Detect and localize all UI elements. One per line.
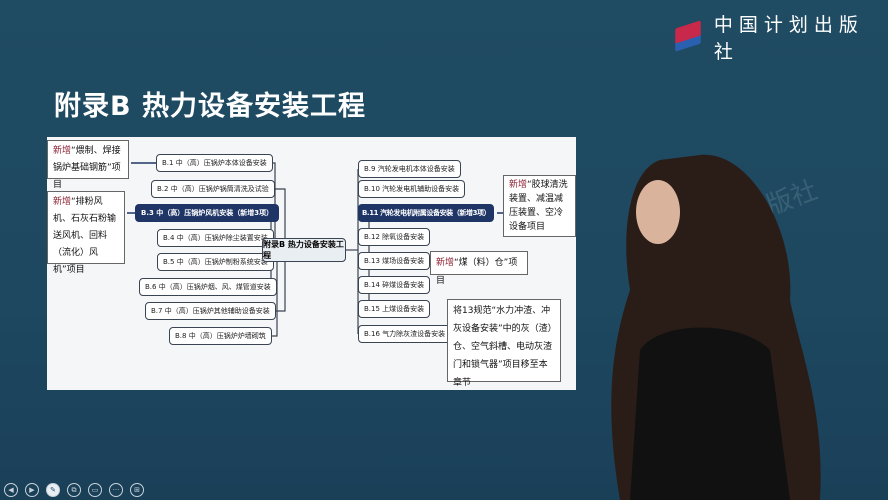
note-b11: 新增“胶球清洗装置、减温减压装置、空冷设备项目 [503,175,576,237]
pen-tool-button[interactable]: ✎ [46,483,60,497]
note-b16: 将13规范“水力冲渣、冲灰设备安装”中的灰（渣）仓、空气斜槽、电动灰渣门和锁气器… [447,299,561,388]
slides-overview-button[interactable]: ⧉ [67,483,81,497]
mindmap-slide: B.1 中（高）压锅炉本体设备安装 B.2 中（高）压锅炉锅筒清洗及试验 B.3… [47,137,576,390]
more-options-button[interactable]: ··· [109,483,123,497]
node-b8[interactable]: B.8 中（高）压锅炉炉墙砌筑 [169,327,272,345]
publisher-logo: 中国计划出版社 [672,10,888,64]
node-b14[interactable]: B.14 碎煤设备安装 [358,276,431,294]
next-slide-button[interactable]: ▶ [25,483,39,497]
presentation-toolbar: ◀ ▶ ✎ ⧉ ▭ ··· ⊞ [4,483,144,497]
publisher-name: 中国计划出版社 [713,14,864,63]
node-b3[interactable]: B.3 中（高）压锅炉风机安装（新增3项） [135,204,280,222]
node-b10[interactable]: B.10 汽轮发电机辅助设备安装 [358,180,466,198]
slide-title: 附录B 热力设备安装工程 [54,91,366,122]
node-b1[interactable]: B.1 中（高）压锅炉本体设备安装 [156,154,273,172]
note-b13: 新增“煤（料）仓”项目 [430,251,528,286]
node-b4[interactable]: B.4 中（高）压锅炉除尘装置安装 [157,229,274,247]
previous-slide-button[interactable]: ◀ [4,483,18,497]
node-b9[interactable]: B.9 汽轮发电机本体设备安装 [358,160,461,178]
node-b7[interactable]: B.7 中（高）压锅炉其他辅助设备安装 [145,302,276,320]
note-b1: 新增“煨制、焊接锅炉基础钢筋”项目 [47,140,129,190]
zoom-button[interactable]: ⊞ [130,483,144,497]
node-b6[interactable]: B.6 中（高）压锅炉烟、风、煤管道安装 [139,278,277,296]
screen-button[interactable]: ▭ [88,483,102,497]
book-logo-icon [672,20,706,52]
node-b2[interactable]: B.2 中（高）压锅炉锅筒清洗及试验 [151,180,275,198]
presenter-figure [611,154,821,500]
node-b13[interactable]: B.13 煤场设备安装 [358,252,431,270]
node-b12[interactable]: B.12 除氧设备安装 [358,228,431,246]
node-b16[interactable]: B.16 气力除灰渣设备安装 [358,325,452,343]
node-b5[interactable]: B.5 中（高）压锅炉制粉系统安装 [157,253,274,271]
node-b11[interactable]: B.11 汽轮发电机附属设备安装（新增3项） [358,204,495,222]
node-b15[interactable]: B.15 上煤设备安装 [358,300,431,318]
center-node[interactable]: 附录B 热力设备安装工程 [262,238,346,262]
note-b3: 新增“排粉风机、石灰石粉输送风机、回料（流化）风机”项目 [47,191,125,275]
